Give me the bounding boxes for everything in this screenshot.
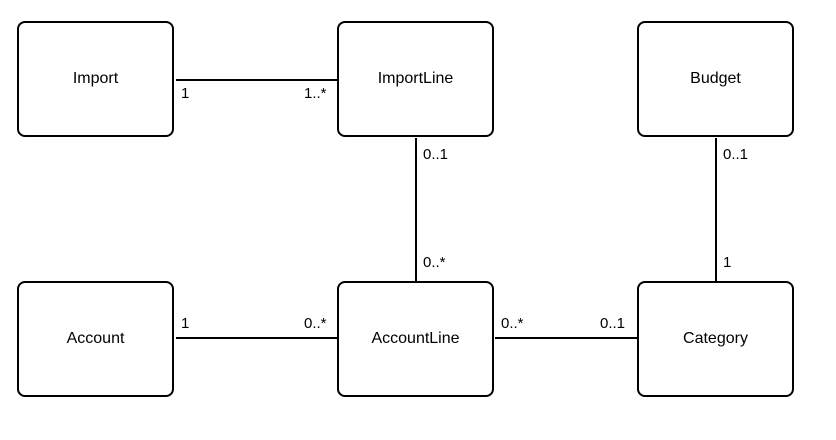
multiplicity-category-top: 1 [723,254,732,271]
entity-import-line-label: ImportLine [377,70,454,87]
association-importline-accountline [415,138,417,282]
entity-account: Account [17,281,174,397]
multiplicity-import-source: 1 [181,85,190,102]
association-import-importline [176,79,338,81]
entity-account-line-label: AccountLine [371,330,460,347]
entity-import-label: Import [72,70,119,87]
entity-account-label: Account [66,330,125,347]
entity-import-line: ImportLine [337,21,494,137]
entity-import: Import [17,21,174,137]
multiplicity-importline-source: 0..1 [423,146,449,163]
multiplicity-importline-target: 1..* [304,85,327,102]
multiplicity-accountline-left: 0..* [304,315,327,332]
entity-category-label: Category [683,330,748,347]
entity-budget: Budget [637,21,794,137]
multiplicity-category-left: 0..1 [600,315,626,332]
multiplicity-accountline-right: 0..* [501,315,524,332]
association-account-accountline [176,337,338,339]
association-budget-category [715,138,717,282]
entity-account-line: AccountLine [337,281,494,397]
association-accountline-category [495,337,637,339]
entity-budget-label: Budget [690,70,741,87]
multiplicity-account-source: 1 [181,315,190,332]
multiplicity-accountline-top: 0..* [423,254,446,271]
entity-category: Category [637,281,794,397]
multiplicity-budget-source: 0..1 [723,146,749,163]
